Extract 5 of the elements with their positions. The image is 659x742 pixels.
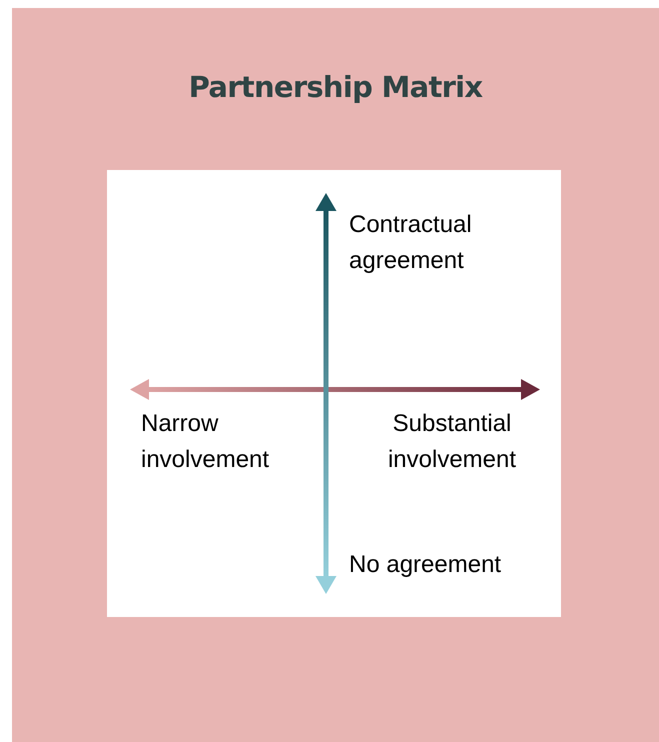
- title: Partnership Matrix: [188, 69, 484, 106]
- axis-label: No agreement: [349, 550, 502, 580]
- axis-label: Substantial involvement: [386, 409, 518, 475]
- axis-label: Contractual agreement: [349, 210, 473, 276]
- axis-label: Narrow involvement: [141, 409, 270, 475]
